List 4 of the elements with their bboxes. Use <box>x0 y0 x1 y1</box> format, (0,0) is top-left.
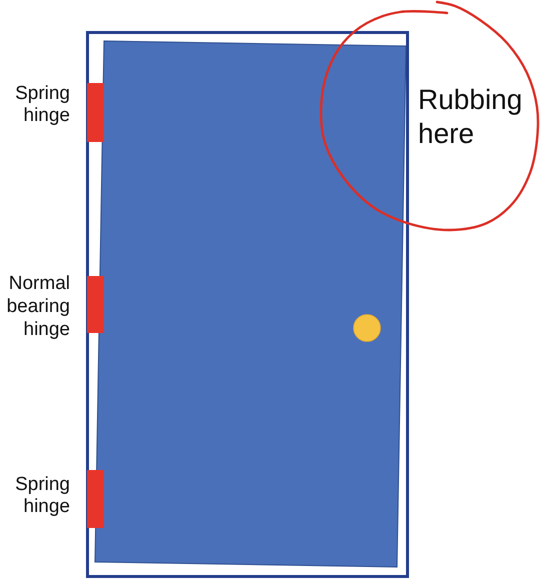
hinge-label: Normal bearing hinge <box>6 272 70 341</box>
hinge-label: Spring hinge <box>14 83 70 127</box>
callout-text: Rubbing here <box>418 83 524 151</box>
hinge-label: Spring hinge <box>14 474 70 518</box>
